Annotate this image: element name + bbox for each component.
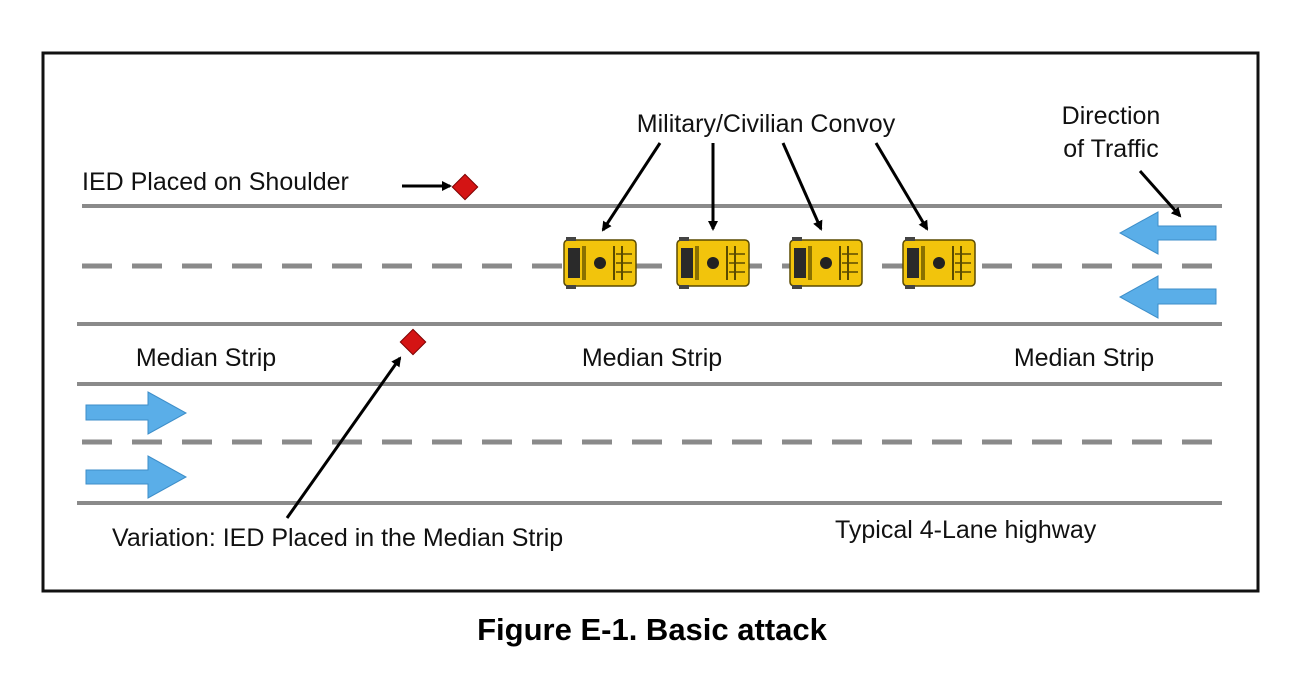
convoy-vehicle-icon (563, 236, 637, 290)
pointer-arrow-ied-median (285, 356, 402, 519)
ied-median-icon (399, 328, 427, 356)
traffic-arrow-right-icon (85, 455, 188, 499)
traffic-arrow-left-icon (1118, 275, 1217, 319)
direction-label-line1: Direction (1062, 102, 1161, 130)
convoy-vehicle-icon (676, 236, 750, 290)
pointer-arrow-convoy-1 (601, 142, 662, 232)
median-strip-label-center: Median Strip (582, 344, 722, 372)
pointer-arrow-direction (1138, 170, 1182, 218)
convoy-vehicle-icon (902, 236, 976, 290)
traffic-arrow-left-icon (1118, 211, 1217, 255)
median-strip-label-right: Median Strip (1014, 344, 1154, 372)
ied-shoulder-label: IED Placed on Shoulder (82, 168, 349, 196)
traffic-arrow-right-icon (85, 391, 188, 435)
direction-label-line2: of Traffic (1063, 135, 1158, 163)
variation-label: Variation: IED Placed in the Median Stri… (112, 524, 563, 552)
convoy-label: Military/Civilian Convoy (637, 110, 896, 138)
diagram-frame (41, 51, 1260, 593)
pointer-arrow-convoy-4 (874, 142, 929, 231)
median-strip-label-left: Median Strip (136, 344, 276, 372)
convoy-vehicle-icon (789, 236, 863, 290)
figure-caption: Figure E-1. Basic attack (477, 612, 827, 647)
pointer-arrow-convoy-3 (781, 142, 823, 231)
ied-shoulder-icon (451, 173, 479, 201)
highway-type-label: Typical 4-Lane highway (835, 516, 1097, 544)
